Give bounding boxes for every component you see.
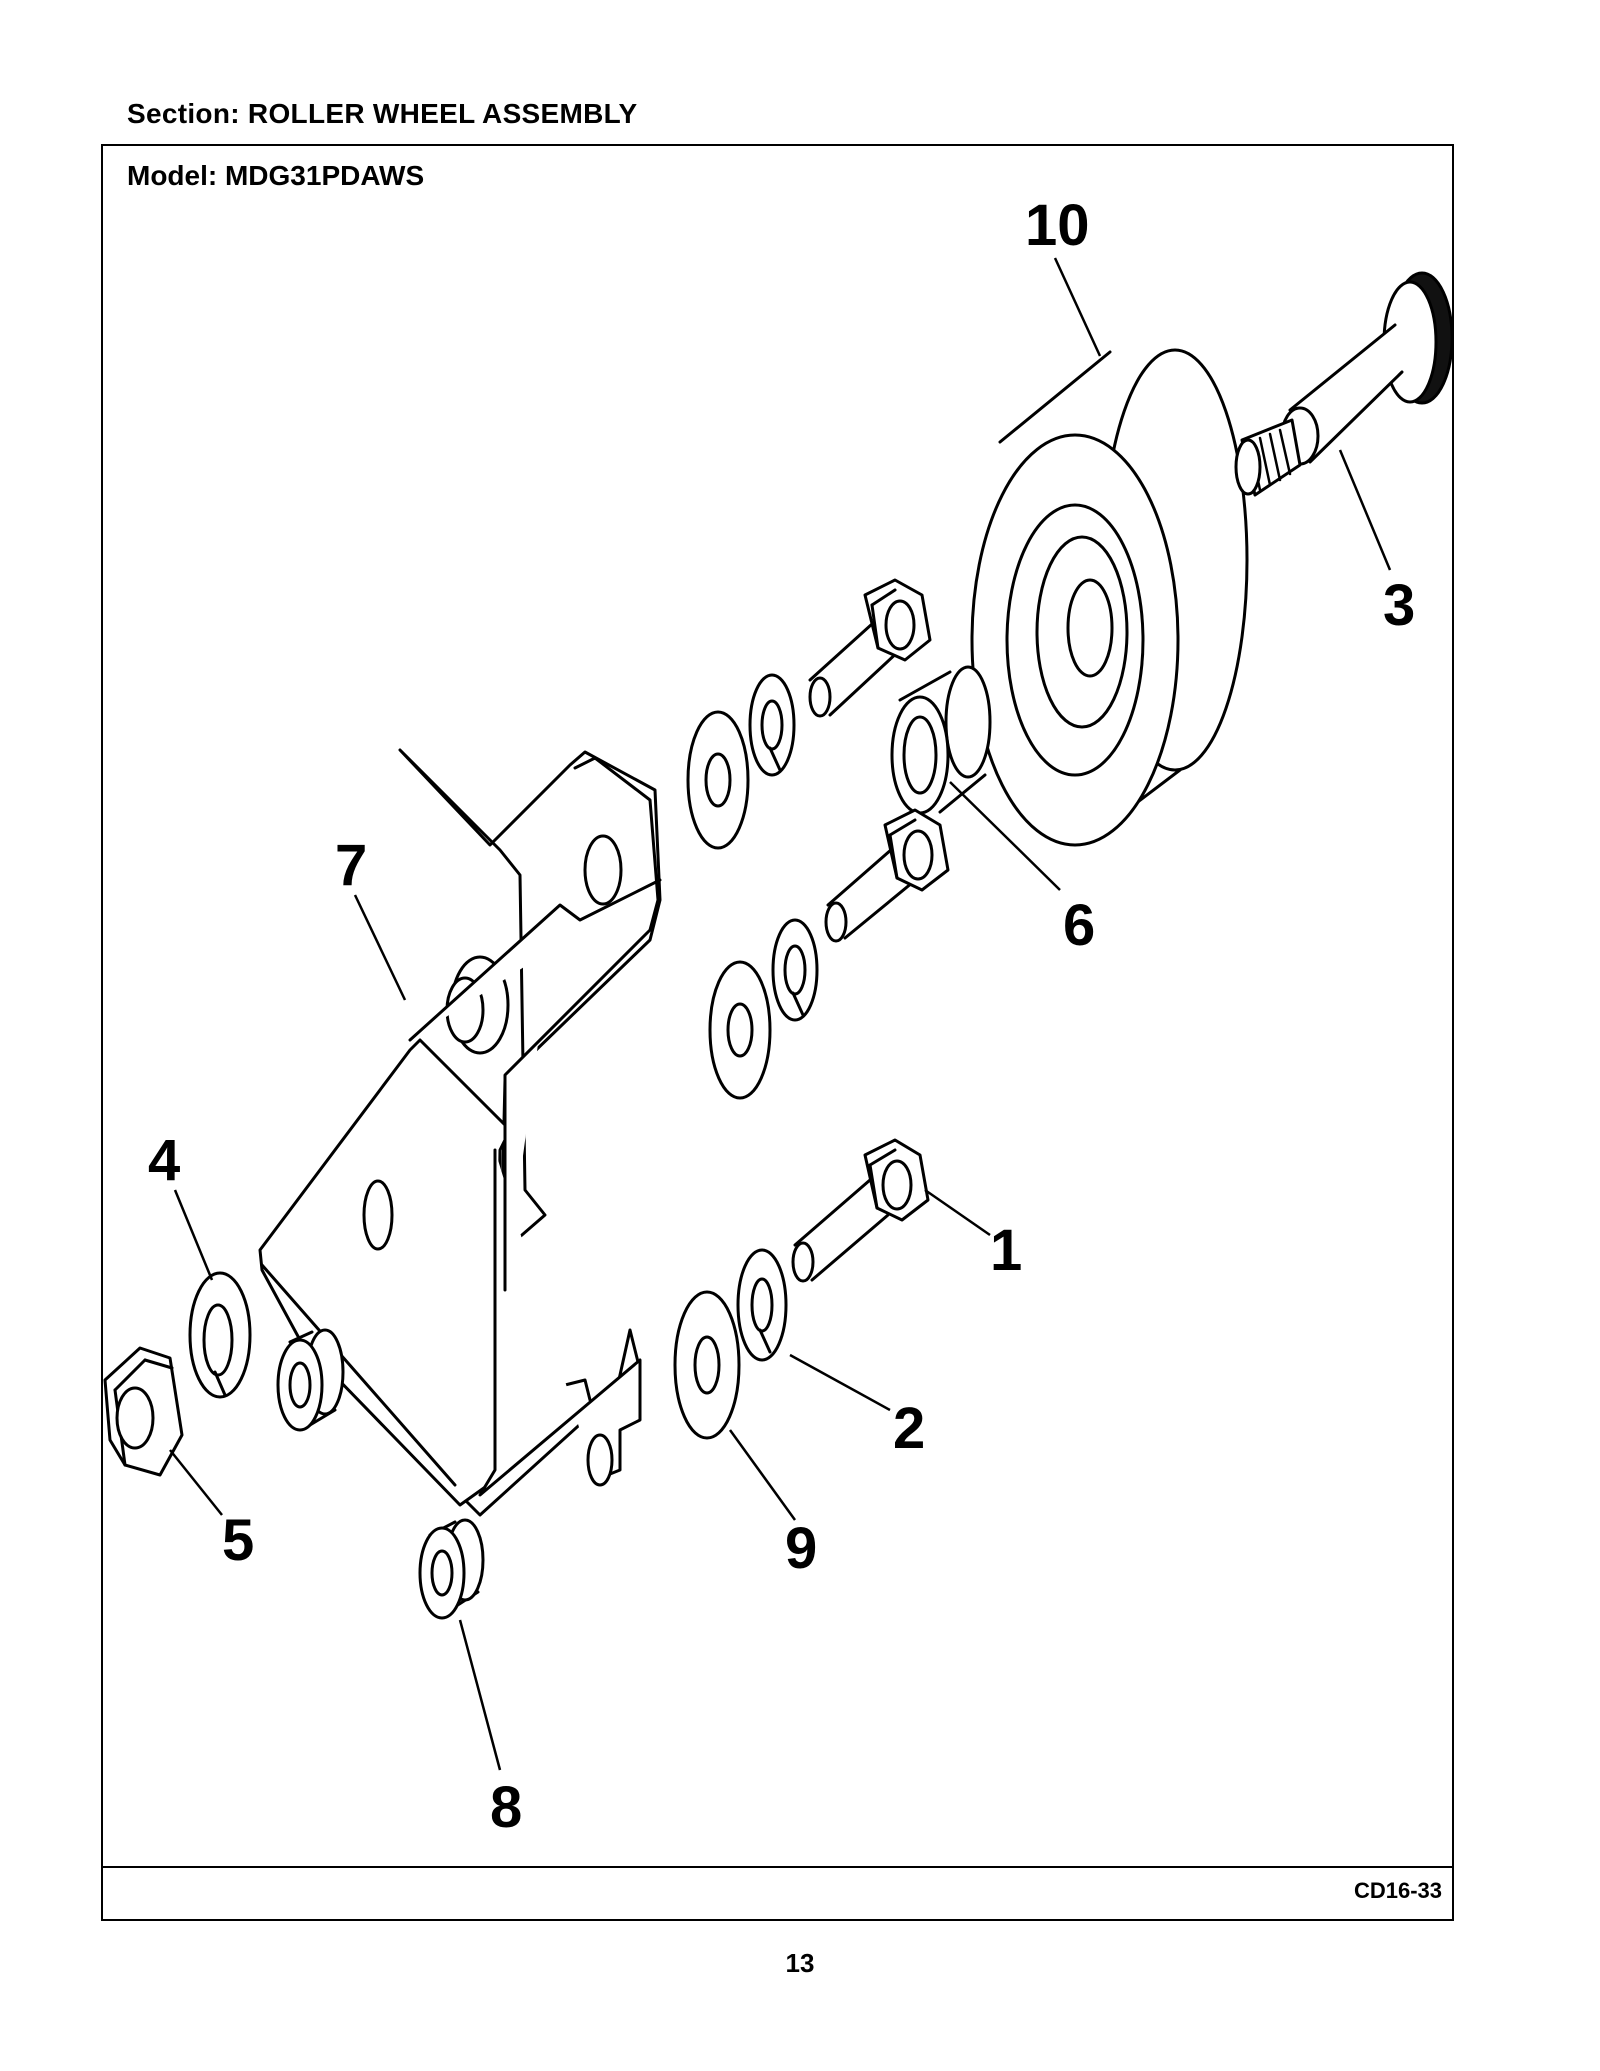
model-title: Model: MDG31PDAWS bbox=[127, 160, 425, 191]
callout-9: 9 bbox=[785, 1516, 817, 1581]
spacer-part bbox=[890, 665, 992, 815]
callout-5: 5 bbox=[222, 1508, 254, 1573]
hex-bolt-bottom-part bbox=[791, 1138, 930, 1283]
callout-2: 2 bbox=[893, 1396, 925, 1461]
flat-washer-bottom-part bbox=[673, 1290, 741, 1440]
hex-bolt-middle-part bbox=[824, 808, 950, 943]
figure-code: CD16-33 bbox=[1353, 1878, 1442, 1903]
shoulder-bolt-part bbox=[1234, 271, 1454, 497]
page-number: 13 bbox=[785, 1948, 815, 1978]
flat-washer-top-part bbox=[686, 710, 750, 850]
callout-6: 6 bbox=[1063, 893, 1095, 958]
callout-7: 7 bbox=[335, 833, 367, 898]
hex-nut-part bbox=[103, 1346, 184, 1477]
flat-washer-middle-part bbox=[708, 960, 772, 1100]
mounting-bracket-part bbox=[258, 748, 662, 1517]
callout-4: 4 bbox=[148, 1128, 180, 1193]
callout-10: 10 bbox=[1025, 193, 1090, 258]
callout-3: 3 bbox=[1383, 573, 1415, 638]
spacer-left-part bbox=[276, 1328, 345, 1432]
lock-washer-middle-part bbox=[771, 918, 819, 1022]
roller-wheel-part bbox=[970, 348, 1249, 847]
callout-1: 1 bbox=[990, 1218, 1022, 1283]
spacer-bottom-part bbox=[418, 1518, 485, 1620]
callout-labels: 1 2 3 4 5 6 7 8 9 10 bbox=[148, 193, 1415, 1840]
section-title: Section: ROLLER WHEEL ASSEMBLY bbox=[127, 98, 638, 129]
footer-divider bbox=[101, 1866, 1454, 1868]
lock-washer-left-part bbox=[188, 1271, 252, 1399]
lock-washer-bottom-part bbox=[736, 1248, 788, 1362]
diagram-frame bbox=[101, 144, 1454, 1921]
callout-8: 8 bbox=[490, 1775, 522, 1840]
hex-bolt-top-part bbox=[808, 578, 932, 718]
lock-washer-top-part bbox=[748, 673, 796, 777]
leader-lines bbox=[169, 257, 1392, 1771]
